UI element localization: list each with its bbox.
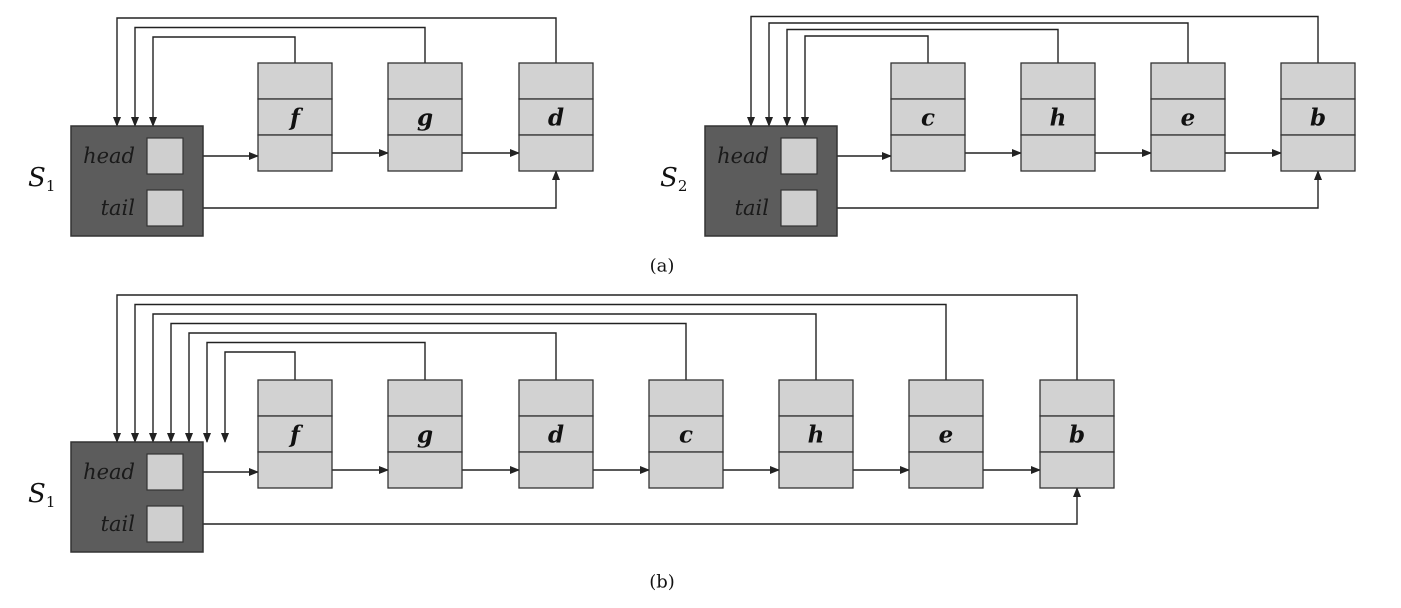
node-back-pointer-field [1280,62,1356,100]
node-member-d: d [548,105,564,132]
back-pointer-line [131,26,426,127]
node-back-pointer-field [1020,62,1096,100]
tail-pointer-line [799,170,1322,209]
node-next-field [387,134,463,172]
caption-b: (b) [649,572,675,593]
node-member-b: b [1310,105,1326,132]
back-pointer-line [113,17,557,127]
node-member-e: e [939,422,954,449]
node-member-h: h [1050,105,1067,132]
head-label: head [83,460,135,484]
back-pointer-line [149,313,817,443]
node-member-field [1280,98,1356,136]
set-label-letter: S [28,479,46,509]
node-member-field [257,415,333,453]
node-next-field [387,451,463,489]
tail-pointer-line [165,487,1081,525]
set-label-letter: S [28,163,46,193]
node-member-field [778,415,854,453]
node-back-pointer-field [257,379,333,417]
back-pointer-line [113,294,1078,443]
head-label: head [83,144,135,168]
node-member-field [518,415,594,453]
node-member-field [257,98,333,136]
node-next-field [1039,451,1115,489]
node-next-field [908,451,984,489]
tail-slot [146,189,184,227]
set-label-subscript: 2 [678,177,688,195]
node-member-g: g [417,422,433,449]
node-next-field [1280,134,1356,172]
node-back-pointer-field [778,379,854,417]
tail-label: tail [735,196,769,220]
node-member-e: e [1181,105,1196,132]
set-label: S1 [28,479,55,511]
back-pointer-line [203,341,426,443]
node-next-field [1150,134,1226,172]
set-label: S1 [28,163,55,195]
tail-label: tail [101,512,135,536]
back-pointer-line [185,332,557,443]
tail-slot [146,505,184,543]
node-back-pointer-field [1039,379,1115,417]
node-member-b: b [1069,422,1085,449]
node-next-field [257,134,333,172]
node-member-field [648,415,724,453]
back-pointer-line [783,28,1059,127]
node-back-pointer-field [387,379,463,417]
node-member-g: g [417,105,433,132]
node-next-field [648,451,724,489]
node-back-pointer-field [257,62,333,100]
set-label-subscript: 1 [46,177,56,195]
node-member-h: h [808,422,825,449]
node-back-pointer-field [387,62,463,100]
node-member-c: c [921,105,935,132]
node-member-field [387,415,463,453]
node-back-pointer-field [890,62,966,100]
head-slot [146,137,184,175]
node-member-field [1039,415,1115,453]
node-next-field [518,134,594,172]
set-label-subscript: 1 [46,493,56,511]
node-back-pointer-field [518,62,594,100]
head-slot [780,137,818,175]
node-next-field [778,451,854,489]
node-back-pointer-field [908,379,984,417]
node-next-field [890,134,966,172]
head-slot [146,453,184,491]
tail-slot [780,189,818,227]
node-member-c: c [679,422,693,449]
set-label: S2 [660,163,687,195]
back-pointer-line [167,322,687,443]
back-pointer-line [801,35,929,127]
back-pointer-line [131,303,947,443]
node-next-field [1020,134,1096,172]
head-label: head [717,144,769,168]
node-member-field [518,98,594,136]
node-back-pointer-field [648,379,724,417]
tail-pointer-line [165,170,560,209]
node-back-pointer-field [518,379,594,417]
back-pointer-line [747,15,1319,127]
node-member-d: d [548,422,564,449]
back-pointer-line [221,351,296,443]
node-next-field [257,451,333,489]
boxes [70,62,1356,553]
node-back-pointer-field [1150,62,1226,100]
node-member-field [1150,98,1226,136]
set-label-letter: S [660,163,678,193]
caption-a: (a) [650,256,675,277]
back-pointer-line [149,36,296,127]
node-next-field [518,451,594,489]
back-pointer-line [765,22,1189,127]
tail-label: tail [101,196,135,220]
